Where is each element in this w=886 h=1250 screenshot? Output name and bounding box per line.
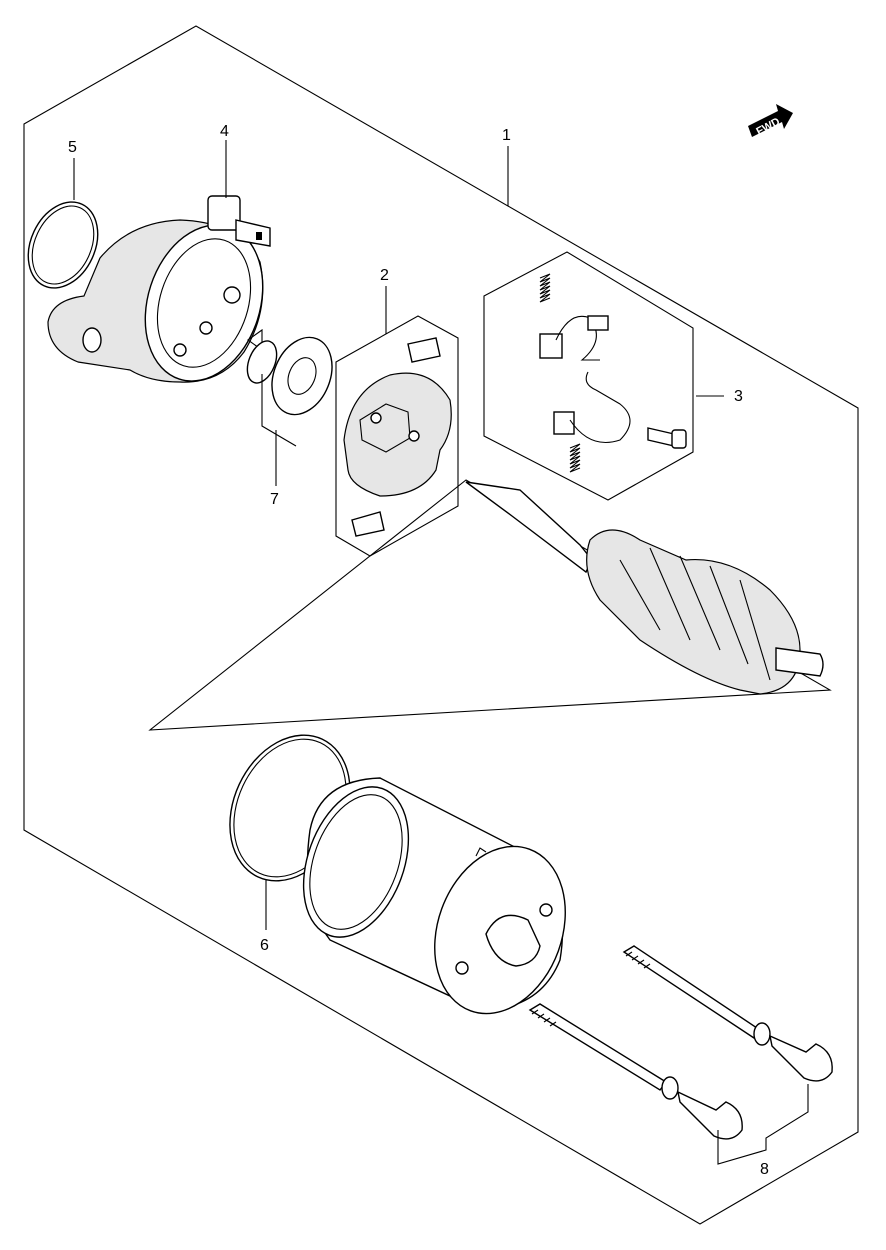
yoke-case: [302, 777, 566, 1015]
callout-4: 4: [220, 123, 229, 140]
leader-lines: [73, 140, 809, 1165]
assembly-outline: [23, 25, 859, 1225]
brush-holder-2: [343, 337, 452, 537]
callout-8: 8: [760, 1161, 769, 1178]
o-ring-5: [27, 201, 99, 289]
armature: [148, 479, 832, 731]
fwd-arrow-icon: FWD: [748, 104, 793, 138]
brush-set-3: [539, 273, 687, 473]
washer-set-7: [246, 336, 333, 447]
brush-holder-outline: [335, 315, 459, 557]
callout-2: 2: [380, 267, 389, 284]
callout-6: 6: [260, 937, 269, 954]
callout-1: 1: [502, 127, 511, 144]
brush-set-outline: [483, 251, 694, 501]
through-bolts-8: [528, 945, 833, 1140]
end-housing-4: [47, 195, 271, 383]
callout-5: 5: [68, 139, 77, 156]
callout-3: 3: [734, 388, 743, 405]
callout-7: 7: [270, 491, 279, 508]
fwd-label: FWD: [754, 116, 782, 138]
